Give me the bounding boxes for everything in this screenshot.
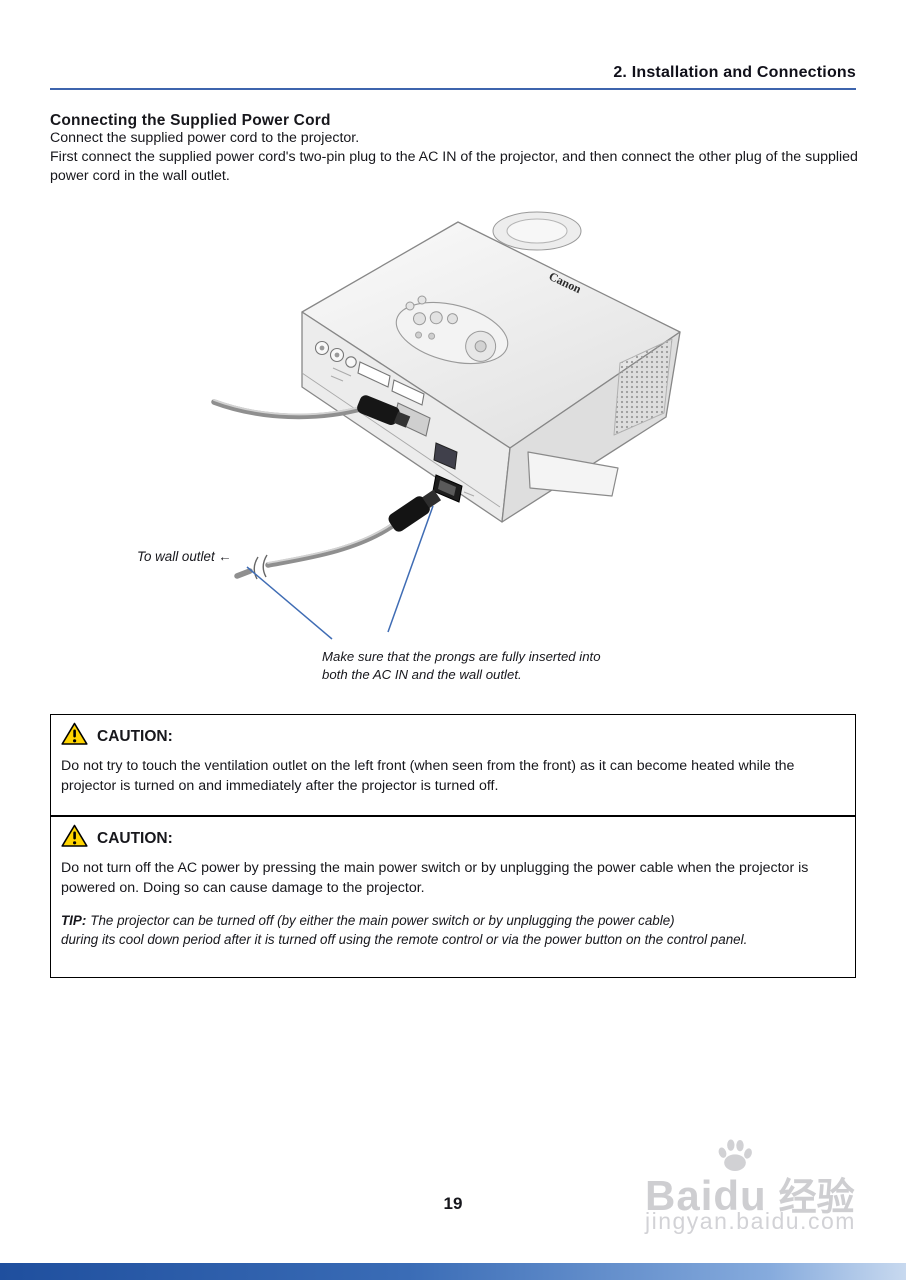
warning-triangle-icon xyxy=(61,722,88,751)
vent-grille xyxy=(613,338,673,436)
watermark-url: jingyan.baidu.com xyxy=(645,1208,856,1234)
front-foot xyxy=(527,451,619,497)
watermark-brand-row: Baidu 经验 xyxy=(645,1166,855,1221)
watermark-brand-latin: Baidu xyxy=(645,1172,767,1219)
figure-caption: Make sure that the prongs are fully inse… xyxy=(322,648,601,684)
header-rule xyxy=(50,88,856,90)
projector-drawing: Canon xyxy=(211,211,681,640)
caution-box-power-switch: CAUTION: Do not turn off the AC power by… xyxy=(50,816,856,978)
chapter-header: 2. Installation and Connections xyxy=(613,64,856,81)
connector-panel xyxy=(314,340,475,503)
section-title: Connecting the Supplied Power Cord xyxy=(50,112,331,130)
tip-label: TIP: xyxy=(61,913,87,928)
tip-line-1: TIP:The projector can be turned off (by … xyxy=(61,913,675,928)
tip-line-2: during its cool down period after it is … xyxy=(61,932,748,947)
caution-title: CAUTION: xyxy=(97,829,173,847)
baidu-paw-icon xyxy=(715,1136,755,1181)
caution-header: CAUTION: xyxy=(61,722,845,751)
projector-illustration: Canon xyxy=(100,205,720,705)
caution-header: CAUTION: xyxy=(61,824,845,853)
figure-caption-line-2: both the AC IN and the wall outlet. xyxy=(322,667,522,682)
tip-text: TIP:The projector can be turned off (by … xyxy=(61,911,845,949)
annotation-line-right xyxy=(387,505,434,633)
caution-box-ventilation: CAUTION: Do not try to touch the ventila… xyxy=(50,714,856,816)
figure-caption-line-1: Make sure that the prongs are fully inse… xyxy=(322,649,601,664)
annotation-line-left xyxy=(246,566,333,640)
caution-body: Do not try to touch the ventilation outl… xyxy=(61,758,795,794)
caution-body: Do not turn off the AC power by pressing… xyxy=(61,860,809,896)
watermark-brand-cn: 经验 xyxy=(778,1177,855,1219)
warning-triangle-icon xyxy=(61,824,88,853)
cord-connector xyxy=(357,395,411,428)
lens-hood xyxy=(492,211,582,251)
intro-line-2: First connect the supplied power cord's … xyxy=(50,149,858,184)
footer-bar xyxy=(0,1263,906,1280)
cord-break-mark xyxy=(253,554,268,580)
wall-outlet-label: To wall outlet ← xyxy=(137,549,232,564)
annotation-lines xyxy=(246,505,434,640)
intro-line-1: Connect the supplied power cord to the p… xyxy=(50,130,360,146)
control-panel xyxy=(395,295,509,365)
intro-paragraphs: Connect the supplied power cord to the p… xyxy=(50,129,858,186)
power-plug xyxy=(388,489,442,532)
ac-plug-and-cord xyxy=(234,489,442,580)
page-number: 19 xyxy=(443,1194,463,1213)
power-cord-upper xyxy=(211,395,411,428)
caution-title: CAUTION: xyxy=(97,727,173,745)
